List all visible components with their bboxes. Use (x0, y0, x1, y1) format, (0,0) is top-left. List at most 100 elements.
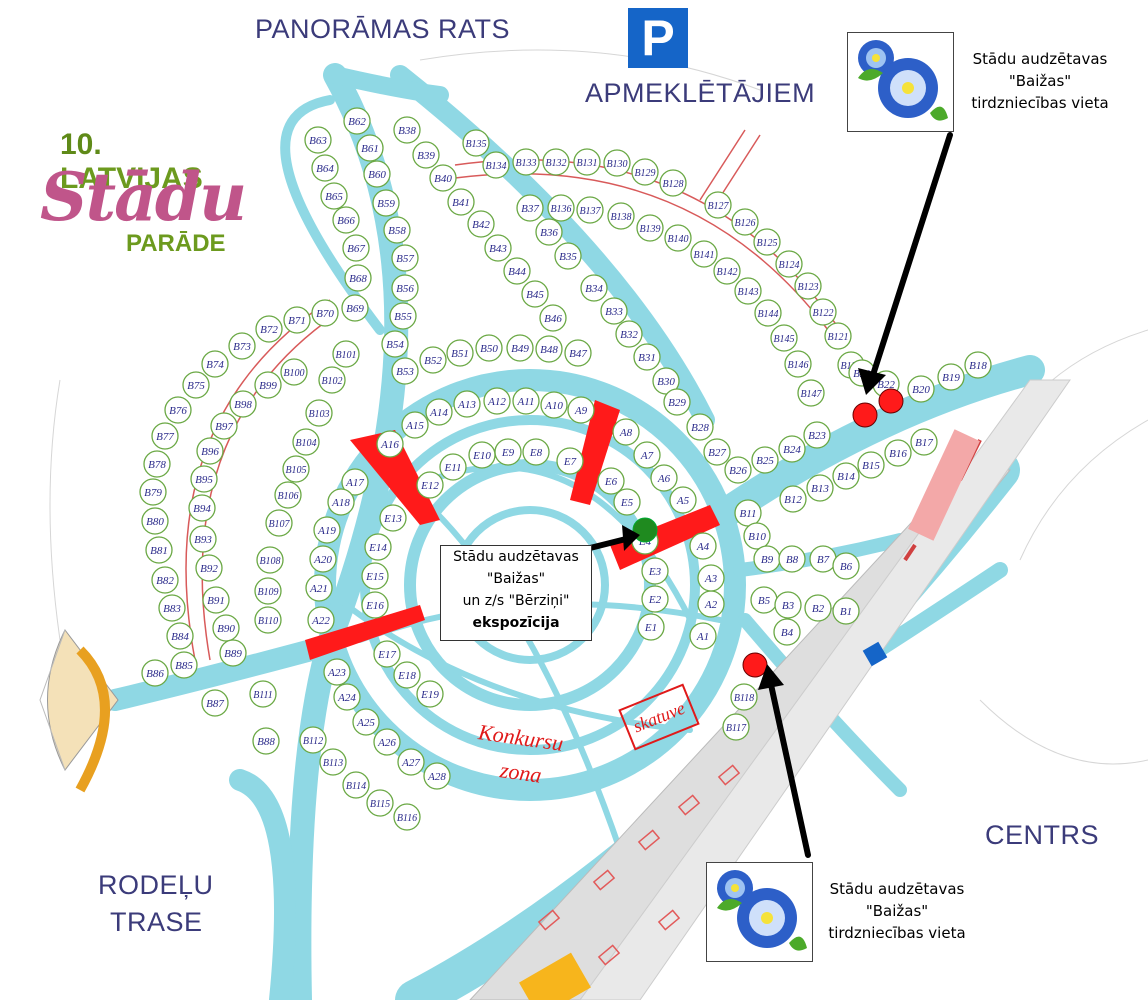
booth-b104 (292, 428, 320, 456)
booth-label-b108: B108 (259, 556, 280, 567)
booth-e17 (373, 640, 401, 668)
booth-b83 (158, 594, 186, 622)
booth-b8 (778, 545, 806, 573)
booth-a17 (341, 468, 369, 496)
booth-label-a24: A24 (337, 692, 356, 704)
booth-b88 (252, 727, 280, 755)
booth-label-b134: B134 (485, 161, 506, 172)
expo-line4: ekspozīcija (472, 615, 560, 631)
booth-b137 (576, 196, 604, 224)
booth-label-a16: A16 (380, 439, 399, 451)
booth-label-e17: E17 (377, 649, 396, 661)
booth-label-b34: B34 (585, 283, 603, 295)
booth-b112 (299, 726, 327, 754)
booth-b81 (145, 536, 173, 564)
booth-label-b114: B114 (346, 781, 366, 792)
booth-a27 (397, 748, 425, 776)
booth-label-b131: B131 (576, 158, 597, 169)
booth-label-e15: E15 (365, 571, 384, 583)
booth-label-b46: B46 (544, 313, 562, 325)
booth-label-b142: B142 (716, 267, 737, 278)
booth-label-b37: B37 (521, 203, 539, 215)
booth-label-b77: B77 (156, 431, 174, 443)
booth-label-b106: B106 (277, 491, 298, 502)
booth-b127 (704, 191, 732, 219)
booth-label-b140: B140 (667, 234, 688, 245)
booth-e1 (637, 613, 665, 641)
booth-label-b110: B110 (258, 616, 278, 627)
booth-label-b121: B121 (827, 332, 848, 343)
vendor-bottom-line3: tirdzniecības vieta (828, 924, 966, 942)
booth-a20 (309, 545, 337, 573)
booth-b2 (804, 594, 832, 622)
booth-b19 (937, 363, 965, 391)
booth-label-e6: E6 (604, 476, 618, 488)
booth-label-b76: B76 (169, 405, 187, 417)
booth-label-b139: B139 (639, 224, 660, 235)
booth-label-b117: B117 (726, 723, 747, 734)
booth-label-b60: B60 (368, 169, 386, 181)
booth-b117 (722, 713, 750, 741)
booth-b1 (832, 597, 860, 625)
booth-b70 (311, 299, 339, 327)
vendor-top-flower-box (847, 32, 954, 132)
booth-b48 (535, 335, 563, 363)
booth-a15 (401, 411, 429, 439)
booth-label-b104: B104 (295, 438, 316, 449)
booth-e7 (556, 447, 584, 475)
booth-b54 (381, 330, 409, 358)
booth-label-b4: B4 (781, 627, 794, 639)
booth-label-b33: B33 (605, 306, 623, 318)
booth-b40 (429, 164, 457, 192)
booth-b47 (564, 339, 592, 367)
booth-label-a6: A6 (657, 473, 671, 485)
booth-b110 (254, 606, 282, 634)
arrow-top (869, 132, 953, 381)
booth-label-b43: B43 (489, 243, 507, 255)
vendor-bottom-caption: Stādu audzētavas "Baižas" tirdzniecības … (812, 878, 982, 944)
booth-b6 (832, 552, 860, 580)
booth-label-a19: A19 (317, 525, 336, 537)
booth-b125 (753, 228, 781, 256)
booth-label-b112: B112 (303, 736, 323, 747)
booth-label-b40: B40 (434, 173, 452, 185)
booth-b143 (734, 277, 762, 305)
booth-label-b1: B1 (840, 606, 852, 618)
booth-a25 (352, 708, 380, 736)
booth-a3 (697, 564, 725, 592)
booth-label-b5: B5 (758, 595, 771, 607)
booth-b46 (539, 304, 567, 332)
booth-label-a22: A22 (311, 615, 330, 627)
booth-b147 (797, 379, 825, 407)
booth-label-e11: E11 (444, 462, 462, 474)
booth-label-b55: B55 (394, 311, 412, 323)
booth-a26 (373, 728, 401, 756)
booth-label-b145: B145 (773, 334, 794, 345)
booth-label-b50: B50 (480, 343, 498, 355)
booth-label-b124: B124 (778, 260, 799, 271)
booth-b41 (447, 188, 475, 216)
booth-label-b73: B73 (233, 341, 251, 353)
booth-a12 (483, 387, 511, 415)
booth-b118 (730, 683, 758, 711)
booth-label-b66: B66 (337, 215, 355, 227)
booth-label-b48: B48 (540, 344, 558, 356)
booth-b62 (343, 107, 371, 135)
booth-label-b20: B20 (912, 384, 930, 396)
vendor-spot-top-2 (878, 388, 904, 414)
booth-b29 (663, 388, 691, 416)
booth-label-a5: A5 (676, 495, 690, 507)
vendor-top-caption: Stādu audzētavas "Baižas" tirdzniecības … (955, 48, 1125, 114)
booth-b18 (964, 351, 992, 379)
booth-label-b116: B116 (397, 813, 417, 824)
booth-b109 (254, 577, 282, 605)
booth-label-a1: A1 (696, 631, 709, 643)
vendor-bottom-line2: "Baižas" (865, 902, 929, 920)
booth-b138 (607, 202, 635, 230)
logo-stadu: Stādu (40, 158, 247, 236)
booth-b68 (344, 264, 372, 292)
booth-b82 (151, 566, 179, 594)
booth-b132 (542, 148, 570, 176)
booth-b108 (256, 546, 284, 574)
booth-b107 (265, 509, 293, 537)
